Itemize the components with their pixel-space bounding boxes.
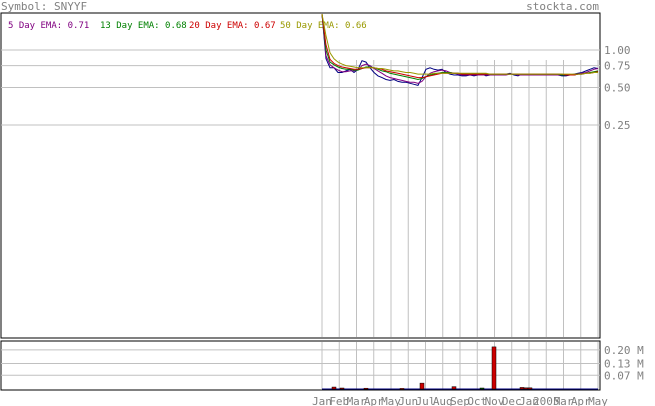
volume-bar — [523, 387, 529, 390]
x-tick-label: Jun — [398, 395, 418, 406]
x-axis: JanFebMarAprMayJunJulAugSepOctNovDecJan2… — [312, 395, 608, 406]
x-tick-label: May — [588, 395, 608, 406]
volume-bar — [363, 387, 369, 390]
x-tick-label: Sep — [450, 395, 470, 406]
volume-bar — [479, 387, 485, 390]
price-tick-label: 0.25 — [604, 119, 631, 132]
x-tick-label: Mar — [554, 395, 574, 406]
x-tick-label: Jan — [312, 395, 332, 406]
x-tick-label: Jul — [416, 395, 436, 406]
x-tick-label: Apr — [364, 395, 384, 406]
volume-grid — [1, 342, 600, 389]
volume-bar — [451, 386, 457, 390]
price-grid — [1, 49, 600, 337]
symbol-title: Symbol: SNYYF — [1, 0, 87, 13]
volume-bars — [322, 346, 598, 390]
legend-ema13: 13 Day EMA: 0.68 — [100, 21, 187, 31]
volume-bar — [331, 386, 337, 390]
x-tick-label: Nov — [485, 395, 505, 406]
price-tick-label: 0.75 — [604, 60, 631, 73]
x-tick-label: 2005 — [533, 395, 560, 406]
volume-tick-label: 0.13 M — [604, 358, 644, 371]
price-panel — [0, 12, 601, 339]
price-tick-label: 1.00 — [604, 44, 631, 57]
x-tick-label: Aug — [433, 395, 453, 406]
legend-ema5: 5 Day EMA: 0.71 — [8, 21, 89, 31]
ema50-line — [321, 13, 598, 75]
volume-bar — [419, 382, 425, 390]
ema5-line — [321, 13, 599, 84]
volume-tick-label: 0.20 M — [604, 344, 644, 357]
legend-ema20: 20 Day EMA: 0.67 — [189, 21, 276, 31]
volume-panel — [0, 340, 601, 391]
volume-bar — [519, 387, 525, 390]
x-tick-label: Mar — [347, 395, 367, 406]
site-name[interactable]: stockta.com — [526, 0, 599, 13]
volume-bar — [399, 388, 405, 390]
ema-legend: 5 Day EMA: 0.71 13 Day EMA: 0.68 20 Day … — [8, 21, 367, 31]
x-tick-label: Feb — [329, 395, 349, 406]
volume-bar — [527, 387, 533, 390]
volume-bar — [339, 387, 345, 390]
x-tick-label: May — [381, 395, 401, 406]
price-lines — [321, 13, 599, 86]
x-tick-label: Apr — [571, 395, 591, 406]
x-tick-label: Oct — [467, 395, 487, 406]
x-tick-label: Dec — [502, 395, 522, 406]
legend-ema50: 50 Day EMA: 0.66 — [280, 21, 367, 31]
price-tick-label: 0.50 — [604, 82, 631, 95]
x-tick-label: Jan — [519, 395, 539, 406]
volume-axis: 0.20 M 0.13 M 0.07 M — [604, 344, 644, 382]
volume-bar — [491, 346, 497, 390]
volume-tick-label: 0.07 M — [604, 369, 644, 382]
price-axis: 1.00 0.75 0.50 0.25 — [604, 44, 631, 132]
